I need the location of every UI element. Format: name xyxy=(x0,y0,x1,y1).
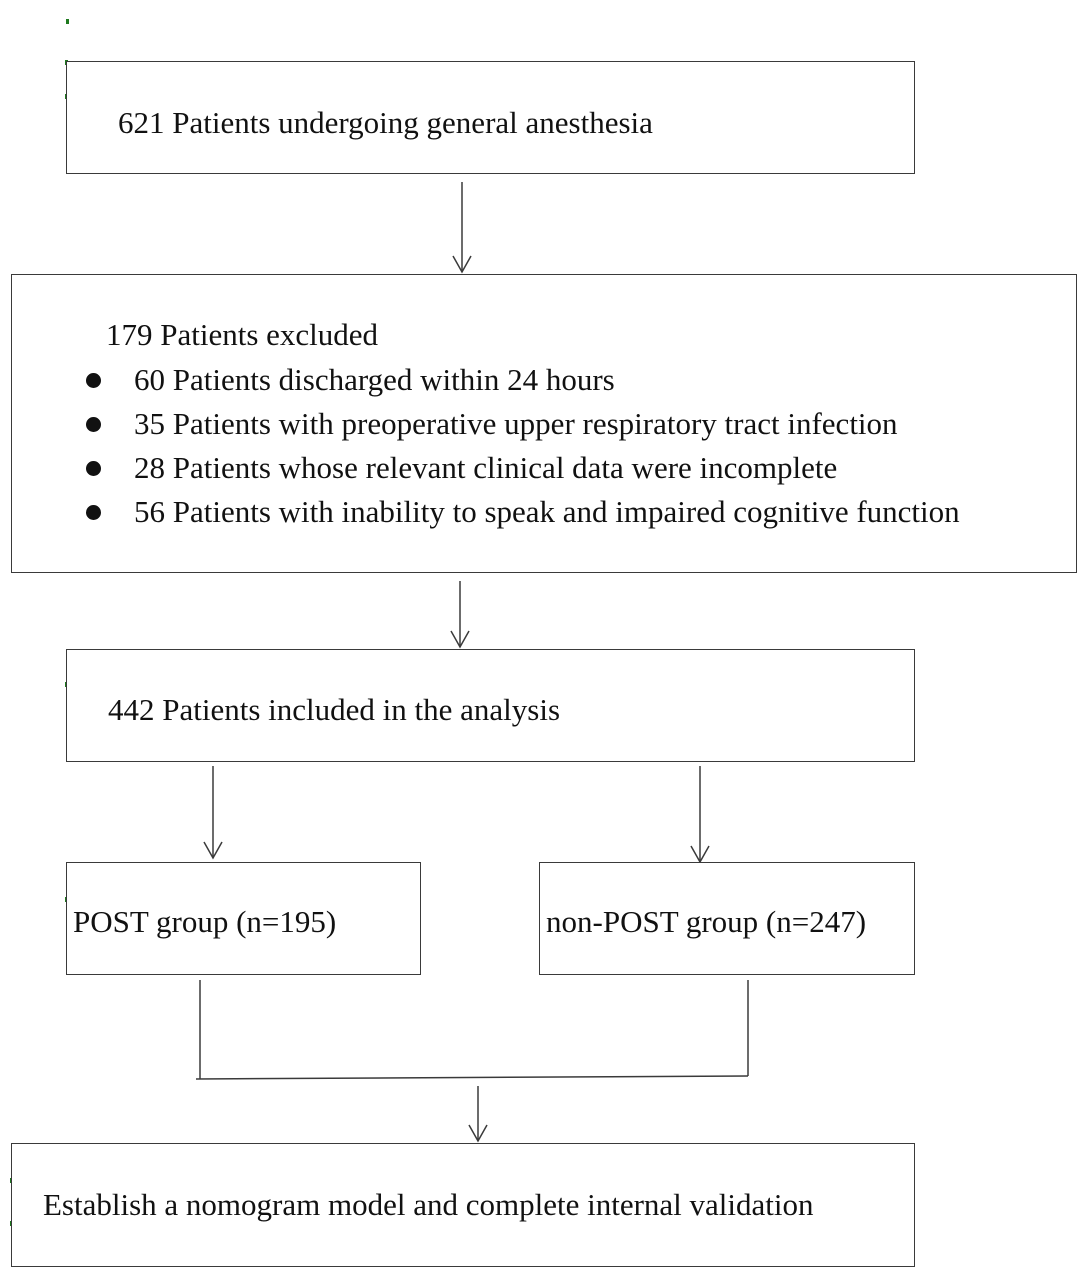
arrowhead-excluded-to-included xyxy=(450,630,470,649)
bullet-icon xyxy=(86,461,101,476)
enrolled-label: 621 Patients undergoing general anesthes… xyxy=(118,105,653,140)
bullet-icon xyxy=(86,373,101,388)
included-label: 442 Patients included in the analysis xyxy=(108,692,561,727)
excluded-title: 179 Patients excluded xyxy=(106,317,379,352)
non-post-group-box: non-POST group (n=247) xyxy=(539,862,915,975)
exclusion-reason-text: 56 Patients with inability to speak and … xyxy=(134,494,960,529)
arrowhead-included-to-post xyxy=(203,841,223,860)
excluded-box: 179 Patients excluded 60 Patients discha… xyxy=(11,274,1077,573)
bullet-icon xyxy=(86,417,101,432)
enrolled-box: 621 Patients undergoing general anesthes… xyxy=(66,61,915,174)
outcome-box: Establish a nomogram model and complete … xyxy=(11,1143,915,1267)
exclusion-reason-text: 28 Patients whose relevant clinical data… xyxy=(134,450,838,485)
marker-tick xyxy=(66,19,69,24)
merge-line-horizontal xyxy=(195,1075,749,1080)
post-group-label: POST group (n=195) xyxy=(73,904,337,939)
arrowhead-enrolled-to-excluded xyxy=(452,255,472,274)
exclusion-reason-text: 60 Patients discharged within 24 hours xyxy=(134,362,615,397)
non-post-group-label: non-POST group (n=247) xyxy=(546,904,867,939)
included-box: 442 Patients included in the analysis xyxy=(66,649,915,762)
outcome-label: Establish a nomogram model and complete … xyxy=(43,1187,814,1222)
exclusion-reason-text: 35 Patients with preoperative upper resp… xyxy=(134,406,898,441)
arrowhead-merge-to-model xyxy=(468,1124,488,1143)
post-group-box: POST group (n=195) xyxy=(66,862,421,975)
bullet-icon xyxy=(86,505,101,520)
